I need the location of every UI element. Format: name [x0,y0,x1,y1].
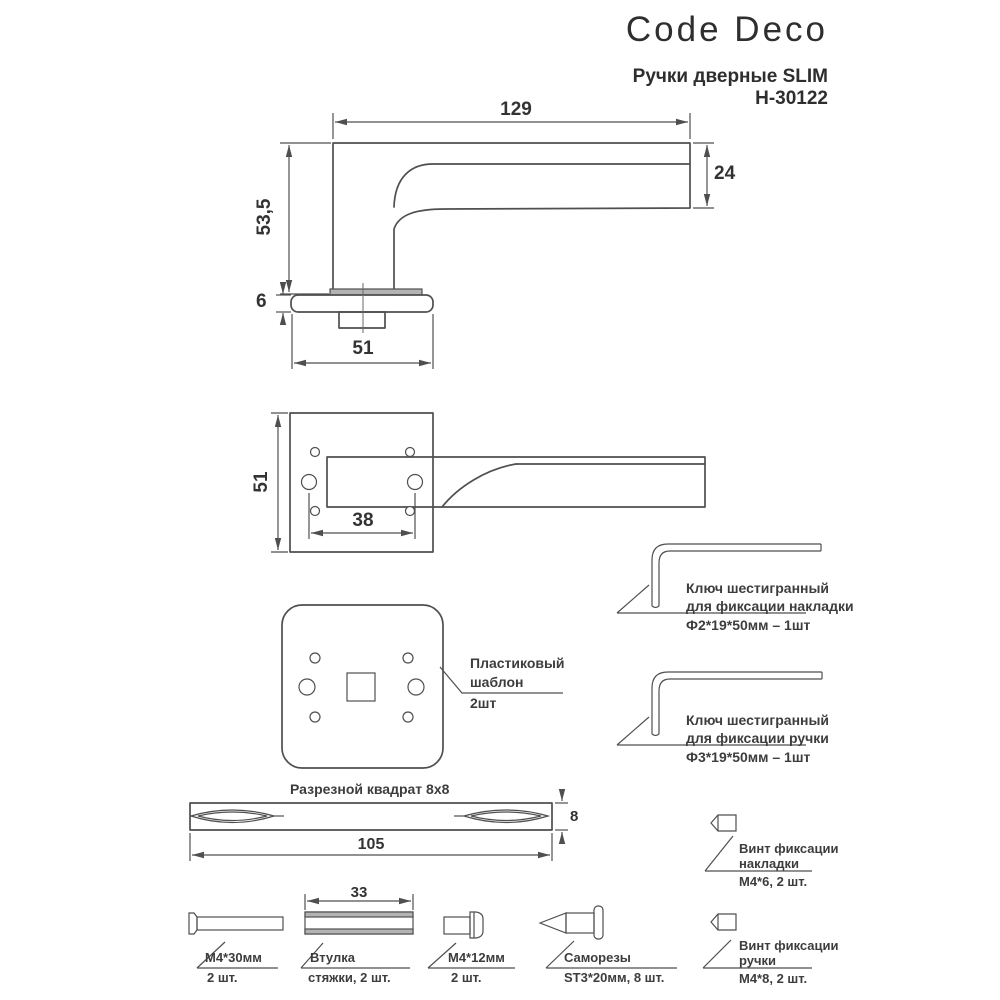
brand-logo: Code Deco [625,10,828,49]
spindle-bar-drawing [188,789,568,861]
screw-m4-30-qty: 2 шт. [207,970,238,985]
set-screw-handle-qty: М4*8, 2 шт. [739,971,808,986]
hex-key-plate-label-line3: Ф2*19*50мм – 1шт [686,617,811,633]
dim-rosette-width-label: 51 [352,338,374,359]
rosette-side [290,294,434,313]
screw-m4-12-qty: 2 шт. [451,970,482,985]
handle-side-view-drawing [276,113,714,369]
plastic-template-drawing [281,604,563,769]
set-screw-plate-qty: М4*6, 2 шт. [739,874,808,889]
bushing-qty: стяжки, 2 шт. [308,970,391,985]
set-screw-handle-name1: Винт фиксации [739,938,839,953]
dim-plate-label: 51 [251,471,272,493]
set-screw-plate-name2: накладки [739,856,799,871]
screw-m4-12-drawing [427,911,515,969]
lever-top [326,456,706,508]
hex-key-plate-label-line1: Ключ шестигранный [686,580,830,596]
handle-top-view-drawing [271,412,706,553]
dim-lever-height-label: 24 [714,163,736,184]
dim-hole-spacing-label: 38 [352,510,374,531]
bushing-name: Втулка [310,950,355,965]
hex-key-handle-label-line3: Ф3*19*50мм – 1шт [686,749,811,765]
spindle-length-label: 105 [357,836,385,853]
screw-m4-12-name: М4*12мм [448,950,505,965]
model-number: H-30122 [755,88,828,109]
self-tapping-screw-drawing [538,905,677,969]
header: Code Deco Ручки дверные SLIM H-30122 [626,10,828,110]
hex-key-handle-drawing [616,671,823,746]
screw-m4-30-drawing [188,912,284,969]
set-screw-plate-drawing [704,814,812,872]
product-line-title: Ручки дверные SLIM [632,66,828,87]
spindle-boss [338,311,386,329]
set-screw-handle-name2: ручки [739,953,777,968]
hex-key-plate-drawing [616,543,822,614]
set-screw-plate-name1: Винт фиксации [739,841,839,856]
screw-m4-30-name: М4*30мм [205,950,262,965]
self-tapping-name: Саморезы [564,950,631,965]
rosette-flange [329,288,423,296]
dim-rosette-thickness-label: 6 [256,291,267,312]
dim-total-height-label: 53,5 [254,198,275,236]
hex-key-plate-label-line2: для фиксации накладки [686,598,854,614]
set-screw-handle-drawing [702,913,812,969]
rosette-plate-top [289,412,434,553]
template-label-line2: шаблон [470,674,524,690]
bushing-drawing [300,894,414,969]
template-label-line3: 2шт [470,695,497,711]
spindle-title: Разрезной квадрат 8х8 [290,781,450,797]
bushing-dim-label: 33 [350,884,368,901]
dim-length-label: 129 [500,99,532,120]
spindle-size-label: 8 [570,808,579,825]
hex-key-handle-label-line1: Ключ шестигранный [686,712,830,728]
template-label-line1: Пластиковый [470,655,565,671]
hex-key-handle-label-line2: для фиксации ручки [686,730,829,746]
self-tapping-qty: ST3*20мм, 8 шт. [564,970,665,985]
